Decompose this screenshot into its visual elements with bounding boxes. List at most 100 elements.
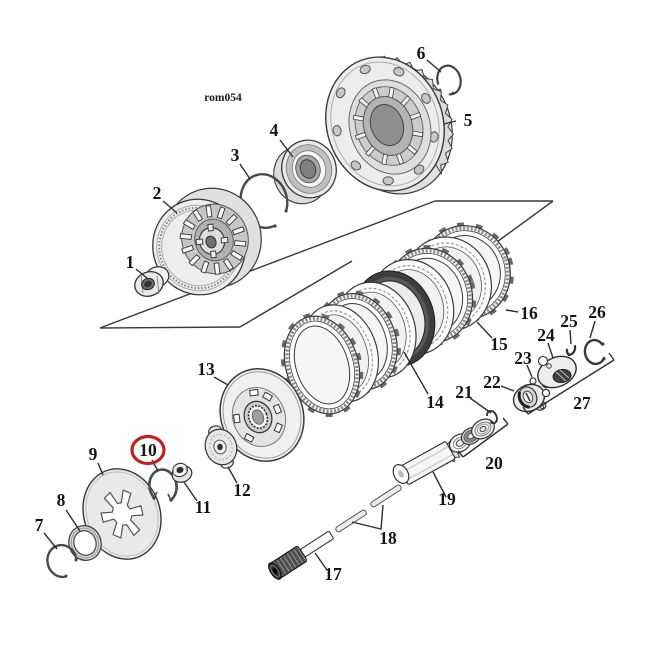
leader-8 — [65, 509, 81, 532]
callout-17: 17 — [324, 564, 342, 584]
leader-16 — [505, 309, 519, 313]
ramp22-slot — [525, 392, 531, 402]
part-10-retaining-ring — [148, 468, 178, 504]
knurl-line — [283, 555, 293, 570]
shell-bore — [369, 104, 405, 146]
clutch-plate-stack — [280, 222, 514, 418]
callout-11: 11 — [195, 497, 212, 517]
needle-roller — [222, 258, 234, 271]
leader-7 — [43, 532, 58, 550]
hub-lug — [220, 236, 229, 244]
shell-rivet-holes — [332, 64, 439, 186]
needle-roller — [192, 209, 204, 222]
ring-26-end — [601, 342, 605, 346]
shell-hole — [359, 64, 371, 75]
pp-slot — [261, 391, 274, 402]
needle-roller — [231, 226, 245, 236]
leader-5 — [443, 120, 457, 125]
needle-roller — [179, 233, 192, 240]
plate-tabs — [418, 222, 514, 323]
part-7-retaining-ring — [46, 543, 78, 579]
leader-6 — [426, 59, 442, 73]
needle-roller — [182, 219, 196, 230]
needle-roller — [225, 213, 238, 227]
plate-tabs — [280, 312, 364, 418]
washer — [460, 426, 482, 446]
clip-25-end — [567, 353, 571, 357]
callout-3: 3 — [231, 145, 240, 165]
knurl-line — [293, 549, 303, 563]
axis-plane-lines — [99, 200, 554, 329]
callout-14: 14 — [426, 392, 444, 412]
ring-10-hook — [167, 493, 172, 501]
knurl-line — [296, 546, 307, 561]
part-17-adjuster-screw — [268, 530, 334, 580]
ramp24-hatch — [559, 369, 570, 379]
callout-13: 13 — [197, 359, 215, 379]
needle-roller — [205, 205, 213, 218]
needle-roller — [234, 240, 247, 247]
ring-8-inner — [73, 530, 97, 556]
knurl-line — [276, 559, 287, 574]
ring-7-end — [64, 574, 68, 578]
callout-24: 24 — [537, 325, 555, 345]
callout-18: 18 — [379, 528, 397, 548]
part-11-adjuster-nut — [171, 462, 193, 483]
leader-24 — [547, 342, 554, 359]
shell-hole — [332, 125, 342, 137]
part-13-pressure-plate — [219, 368, 305, 462]
callout-12: 12 — [233, 480, 251, 500]
plate-teeth — [341, 287, 411, 373]
screw-end-ring — [270, 564, 280, 578]
knurl-line — [280, 557, 290, 572]
needle-roller — [181, 244, 195, 254]
shell-flange-edge — [330, 61, 440, 187]
callout-2: 2 — [153, 183, 162, 203]
leader-19 — [432, 471, 447, 498]
part-12-release-plate — [204, 425, 238, 469]
knurl-line — [286, 553, 297, 568]
leader-18 — [351, 504, 384, 530]
pp-slot — [233, 413, 241, 424]
circlip-6-end — [438, 88, 442, 92]
leader-21 — [469, 397, 492, 414]
plate-tabs — [383, 245, 477, 346]
part-18-pushrods — [335, 484, 402, 533]
callout-21: 21 — [455, 382, 473, 402]
shell-hole — [382, 176, 394, 186]
ring-26-end — [602, 357, 606, 361]
hub-lugs — [195, 223, 229, 259]
ramp24-grip — [552, 368, 572, 384]
worm-end-dot — [398, 470, 404, 478]
washer — [471, 418, 495, 440]
callout-7: 7 — [35, 515, 44, 535]
spring-star-cutout — [100, 489, 144, 539]
axis-line-right-upper — [489, 200, 554, 248]
part-26-snap-ring — [583, 338, 607, 366]
needle-roller — [200, 260, 210, 274]
callout-15: 15 — [490, 334, 508, 354]
hub-lug — [207, 223, 214, 232]
nut-11-facet — [172, 467, 175, 476]
pp-slots — [233, 388, 284, 443]
part-1-nut — [134, 266, 170, 297]
plate-rim — [285, 316, 359, 414]
shell-hole — [393, 67, 405, 77]
shell-hole — [335, 87, 346, 99]
pushrod-segment — [335, 509, 367, 533]
hub-bore — [205, 235, 217, 249]
callout-27: 27 — [573, 393, 591, 413]
callout-22: 22 — [483, 372, 501, 392]
screw-shaft — [300, 530, 334, 558]
clip-25 — [565, 342, 577, 356]
part-2-clutch-hub — [152, 187, 262, 296]
rp-rivet — [217, 443, 223, 451]
callout-23: 23 — [514, 348, 532, 368]
leader-1 — [135, 268, 149, 280]
leader-11 — [183, 481, 198, 502]
plate-tabs — [315, 290, 401, 394]
knurl-line — [290, 551, 300, 566]
axis-line-bottom — [99, 326, 241, 329]
leader-13 — [213, 376, 229, 386]
